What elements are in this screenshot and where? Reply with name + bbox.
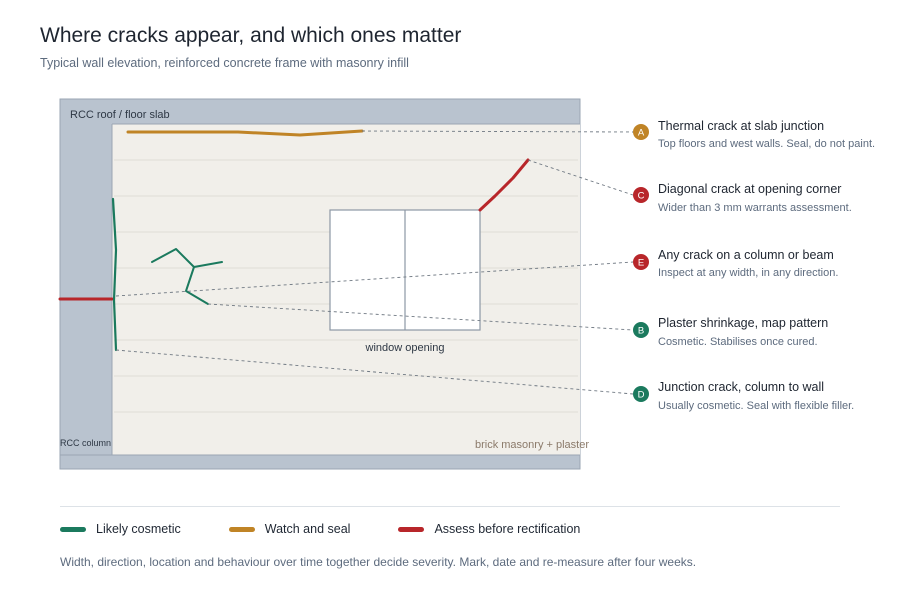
callout-badge-d: D xyxy=(633,386,649,402)
legend: Likely cosmetic Watch and seal Assess be… xyxy=(60,520,628,538)
callout-badge-e: E xyxy=(633,254,649,270)
legend-item-assess: Assess before rectification xyxy=(398,522,580,536)
legend-swatch-assess xyxy=(398,526,425,532)
page-title: Where cracks appear, and which ones matt… xyxy=(40,24,462,47)
callout-letter: D xyxy=(638,390,645,401)
callout-badge-b: B xyxy=(633,322,649,338)
legend-label: Watch and seal xyxy=(264,522,351,536)
callout-a-note: Top floors and west walls. Seal, do not … xyxy=(658,138,875,150)
callout-badge-c: C xyxy=(633,187,649,203)
window-label: window opening xyxy=(365,342,445,354)
callout-badge-a: A xyxy=(633,124,649,140)
bottom-beam xyxy=(59,454,581,470)
crack-b-map-pattern xyxy=(151,248,223,305)
legend-item-cosmetic: Likely cosmetic xyxy=(60,522,181,536)
callout-d-title: Junction crack, column to wall xyxy=(658,380,824,394)
legend-swatch-cosmetic xyxy=(60,526,86,532)
legend-label: Assess before rectification xyxy=(434,522,581,536)
callout-b-title: Plaster shrinkage, map pattern xyxy=(658,316,828,330)
leader-lines xyxy=(115,130,634,395)
callout-d-note: Usually cosmetic. Seal with flexible fil… xyxy=(658,400,854,412)
brick-courses xyxy=(114,159,578,413)
callout-letter: A xyxy=(638,128,645,139)
legend-item-watch: Watch and seal xyxy=(228,522,351,536)
callout-c-title: Diagonal crack at opening corner xyxy=(658,182,841,196)
legend-divider xyxy=(60,506,840,507)
infill-label: brick masonry + plaster xyxy=(475,439,589,451)
callout-e-note: Inspect at any width, in any direction. xyxy=(658,267,838,279)
callout-letter: E xyxy=(638,258,644,269)
crack-a-thermal xyxy=(126,129,364,137)
crack-d-junction xyxy=(111,197,118,352)
crack-c-diagonal xyxy=(478,158,530,212)
page-subtitle: Typical wall elevation, reinforced concr… xyxy=(40,56,409,70)
legend-label: Likely cosmetic xyxy=(96,522,181,536)
slab-label: RCC roof / floor slab xyxy=(70,109,170,121)
wall-elevation-diagram: RCC roof / floor slab RCC column brick m… xyxy=(58,98,875,470)
column-label: RCC column xyxy=(60,438,111,448)
callout-e-title: Any crack on a column or beam xyxy=(658,248,834,262)
callout-letter: C xyxy=(638,191,645,202)
legend-swatch-watch xyxy=(228,526,255,532)
callout-c-note: Wider than 3 mm warrants assessment. xyxy=(658,202,852,214)
callout-letter: B xyxy=(638,326,644,337)
callout-a-title: Thermal crack at slab junction xyxy=(658,119,824,133)
callout-b-note: Cosmetic. Stabilises once cured. xyxy=(658,336,818,348)
footnote: Width, direction, location and behaviour… xyxy=(60,555,697,569)
